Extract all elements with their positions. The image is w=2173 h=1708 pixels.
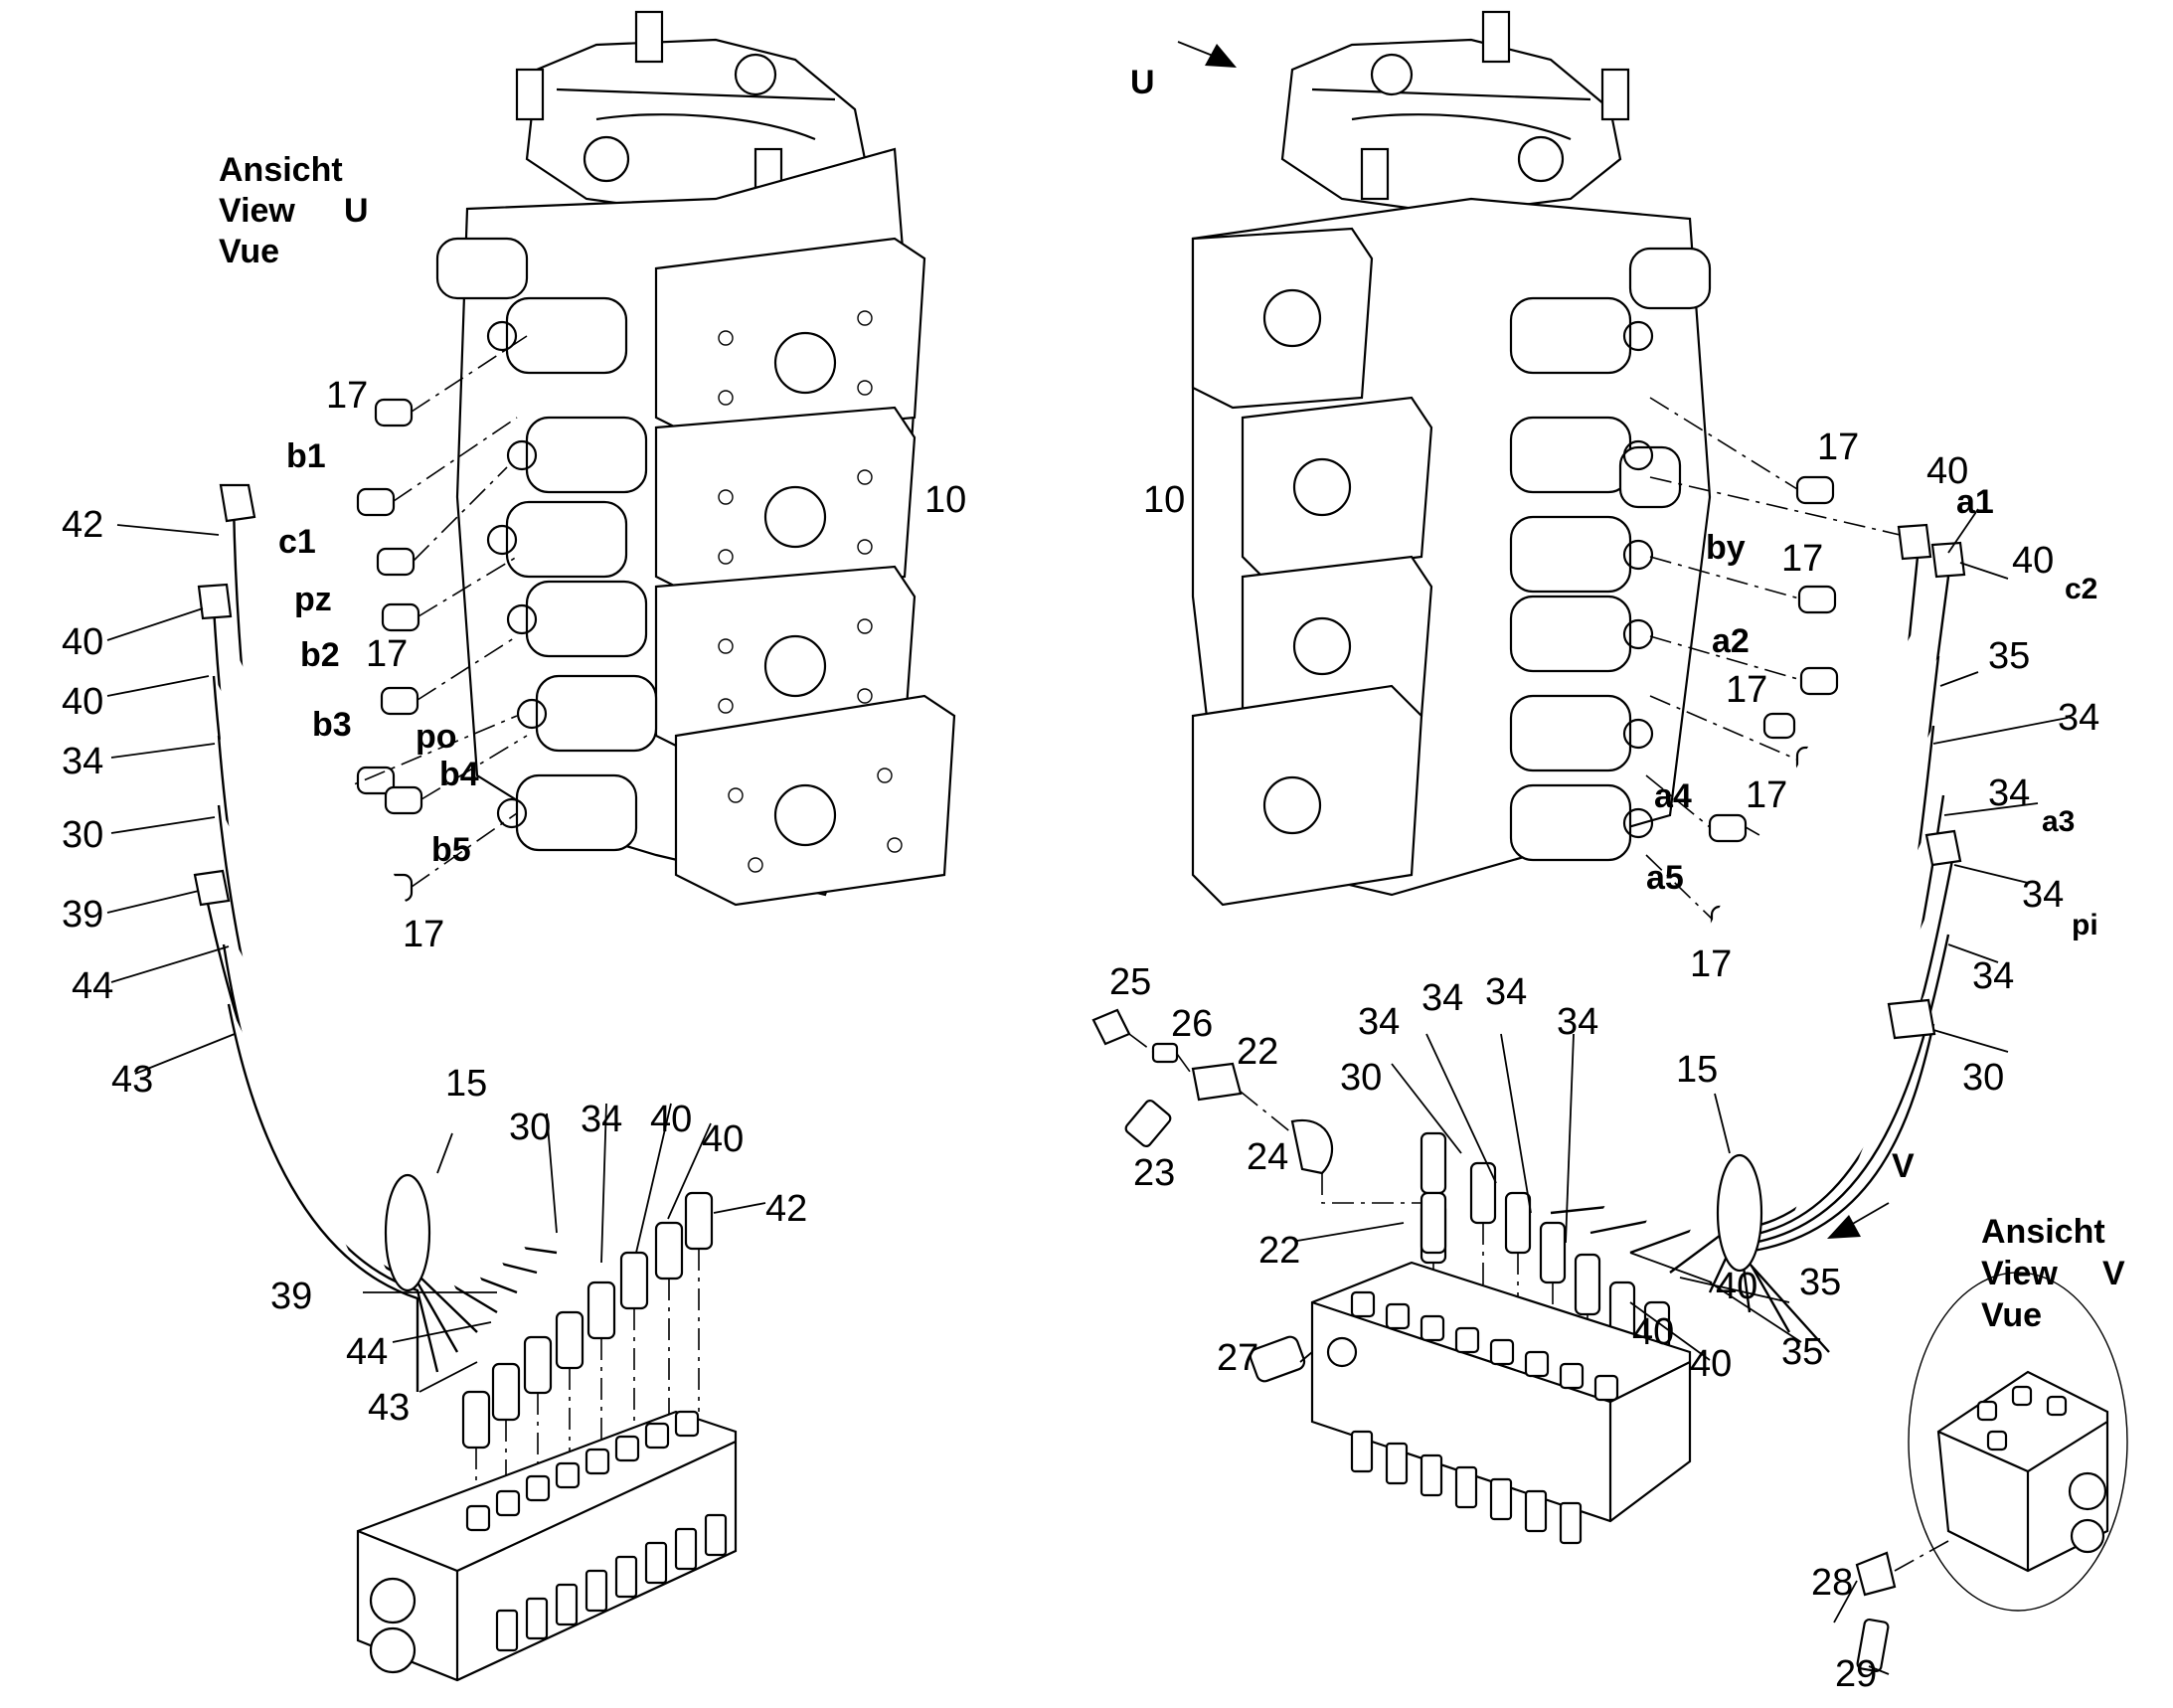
left-port-po: po [416,718,457,756]
right-fitting-ref-1: 17 [1817,427,1859,468]
right-bottom-ref-35a: 35 [1781,1331,1823,1373]
right-hose-ref-40a: 40 [1926,450,1968,492]
left-hose-ref-40a: 40 [62,621,103,663]
view-v-caption-line2: View [1981,1255,2058,1292]
right-fitting-ref-4: 17 [1746,774,1787,816]
left-bottom-ref-34: 34 [581,1099,622,1140]
left-bottom-ref-40a: 40 [650,1099,692,1140]
right-hose-ref-34a: 34 [2058,697,2099,739]
view-v-caption-letter: V [2102,1255,2125,1292]
right-hose-ref-34c: 34 [2022,874,2064,916]
left-bottom-ref-39: 39 [270,1276,312,1317]
right-port-a5: a5 [1646,859,1684,897]
left-hose-ref-42: 42 [62,504,103,546]
right-bottom-ref-30: 30 [1340,1057,1382,1099]
left-fitting-ref-bottom: 17 [403,914,444,955]
arrow-u [1177,41,1237,68]
fitting-ref-26: 26 [1171,1003,1213,1045]
view-u-caption-line2: View [219,192,295,230]
right-bottom-ref-40a: 40 [1716,1266,1757,1307]
left-port-b5: b5 [431,831,471,869]
right-hose-ref-34d: 34 [1972,955,2014,997]
right-fitting-ref-3: 17 [1726,669,1767,711]
right-port-a1: a1 [1956,483,1994,521]
fitting-ref-25: 25 [1109,961,1151,1003]
left-hose-ref-43: 43 [111,1059,153,1101]
view-v-ref-28: 28 [1811,1562,1853,1604]
right-port-pi: pi [2072,909,2098,941]
right-bottom-ref-35b: 35 [1799,1262,1841,1303]
right-bottom-ref-34a: 34 [1358,1001,1400,1043]
fitting-ref-23: 23 [1133,1152,1175,1194]
right-bottom-ref-40b: 40 [1690,1343,1732,1385]
right-port-a2: a2 [1712,622,1750,660]
right-valve-block-ref: 10 [1143,479,1185,521]
right-fitting-ref-5: 17 [1690,943,1732,985]
right-port-a3: a3 [2042,805,2075,838]
view-u-caption-line1: Ansicht [219,151,343,189]
left-port-pz: pz [294,581,332,618]
left-control-valve-block [435,10,956,907]
right-hose-ref-34b: 34 [1988,772,2030,814]
left-hose-ref-34: 34 [62,741,103,782]
left-port-b2: b2 [300,636,340,674]
left-bottom-ref-43: 43 [368,1387,410,1429]
left-hose-ref-30: 30 [62,814,103,856]
left-fitting-ref-mid: 17 [366,633,408,675]
right-port-c2: c2 [2065,573,2097,605]
left-port-c1: c1 [278,523,316,561]
right-hose-ref-35: 35 [1988,635,2030,677]
left-hose-ref-39: 39 [62,894,103,936]
right-distribution-manifold [1310,1261,1692,1545]
right-bottom-ref-40c: 40 [1632,1311,1674,1353]
view-v-ref-29: 29 [1835,1653,1877,1695]
view-v-inset [1855,1272,2128,1673]
fitting-ref-22b: 22 [1258,1230,1300,1272]
left-bottom-ref-30: 30 [509,1107,551,1148]
view-v-caption-line1: Ansicht [1981,1213,2105,1251]
left-port-b1: b1 [286,437,326,475]
view-v-caption-line3: Vue [1981,1296,2042,1334]
right-port-a4: a4 [1654,777,1692,815]
fitting-ref-22a: 22 [1237,1031,1278,1073]
right-bottom-ref-34d: 34 [1557,1001,1598,1043]
left-bottom-ref-40b: 40 [702,1118,744,1160]
fitting-ref-24: 24 [1247,1136,1288,1178]
left-bundle-ref: 15 [445,1063,487,1105]
right-fitting-group [1091,1008,1447,1383]
right-control-valve-block [1191,10,1712,907]
right-fitting-ref-2: 17 [1781,538,1823,580]
arrow-v-letter: V [1892,1147,1915,1185]
left-port-b4: b4 [439,756,479,793]
left-valve-block-ref: 10 [924,479,966,521]
left-distribution-manifold [356,1410,738,1682]
callout-leaders [106,508,2069,1675]
view-u-caption-letter: U [344,192,369,230]
right-hose-ref-30: 30 [1962,1057,2004,1099]
right-port-by: by [1706,529,1746,567]
fitting-ref-27: 27 [1217,1337,1258,1379]
left-port-b3: b3 [312,706,352,744]
view-u-caption-line3: Vue [219,233,279,270]
arrow-v [1827,1202,1890,1239]
left-fitting-ref-top: 17 [326,375,368,417]
right-bundle-ref: 15 [1676,1049,1718,1091]
right-bottom-ref-34b: 34 [1421,977,1463,1019]
left-hose-ref-44: 44 [72,965,113,1007]
left-bottom-ref-42: 42 [765,1188,807,1230]
right-hose-ref-40b: 40 [2012,540,2054,582]
right-bottom-ref-34c: 34 [1485,971,1527,1013]
right-hose-bundle [1420,523,1966,1382]
arrow-u-letter: U [1130,64,1155,101]
left-hose-ref-40b: 40 [62,681,103,723]
left-bottom-ref-44: 44 [346,1331,388,1373]
left-hose-bundle [193,483,714,1551]
